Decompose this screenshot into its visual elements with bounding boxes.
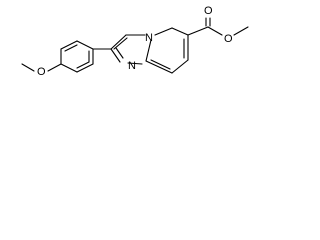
bond-ester-o-methyl	[233, 26, 249, 36]
bond-ring-carbonyl	[187, 26, 209, 36]
atom-label-methoxy-o: O	[37, 66, 46, 78]
bond-o-aryl	[47, 63, 62, 72]
atom-label-carbonyl-o: O	[204, 5, 213, 17]
structure-canvas: O N N O O	[0, 0, 308, 117]
bond-methyl-o	[21, 63, 35, 72]
pyridine-ring	[145, 27, 189, 74]
bond-carbonyl-ester-o	[207, 26, 223, 36]
imidazole-ring	[110, 34, 152, 65]
atom-label-ester-o: O	[224, 33, 233, 45]
chemical-structure-diagram: O N N O O	[21, 5, 249, 78]
atom-label-bridgehead-n: N	[145, 32, 153, 44]
atom-label-imine-n: N	[128, 60, 136, 72]
benzene-ring	[60, 40, 94, 73]
